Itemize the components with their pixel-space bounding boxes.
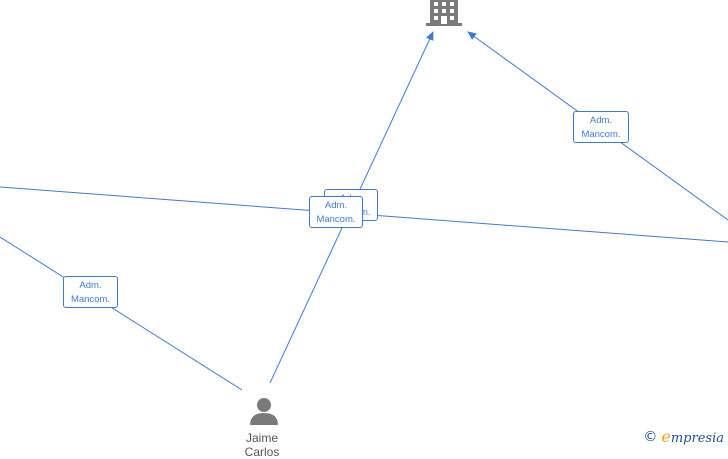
copyright-icon: © <box>643 428 658 445</box>
edge-label-line2: Mancom. <box>316 214 356 225</box>
person-name-second: Carlos <box>244 445 280 459</box>
edge-label-line1: Adm. <box>324 200 348 211</box>
edge-label-line2: Mancom. <box>581 129 621 140</box>
empresia-logo: empresia <box>661 427 724 446</box>
edge-label-role[interactable]: Adm. Mancom. <box>63 276 118 308</box>
person-name-label[interactable]: Jaime Carlos <box>222 431 302 459</box>
edge-label-line1: Adm. <box>589 115 613 126</box>
empresia-logo-text: mpresia <box>670 431 724 446</box>
building-icon[interactable] <box>426 0 462 26</box>
edge-label-line2: Mancom. <box>70 294 111 305</box>
edge-left-to-person <box>0 236 243 391</box>
empresia-logo-initial: e <box>661 427 671 446</box>
edge-label-role[interactable]: Adm. Mancom. <box>573 111 629 143</box>
person-name-first: Jaime <box>245 431 278 445</box>
empresia-watermark: © empresia <box>643 427 724 446</box>
edge-label-line1: Adm. <box>79 280 102 291</box>
edge-label-role[interactable]: Adm. Mancom. <box>309 196 363 228</box>
person-icon[interactable] <box>250 398 278 425</box>
